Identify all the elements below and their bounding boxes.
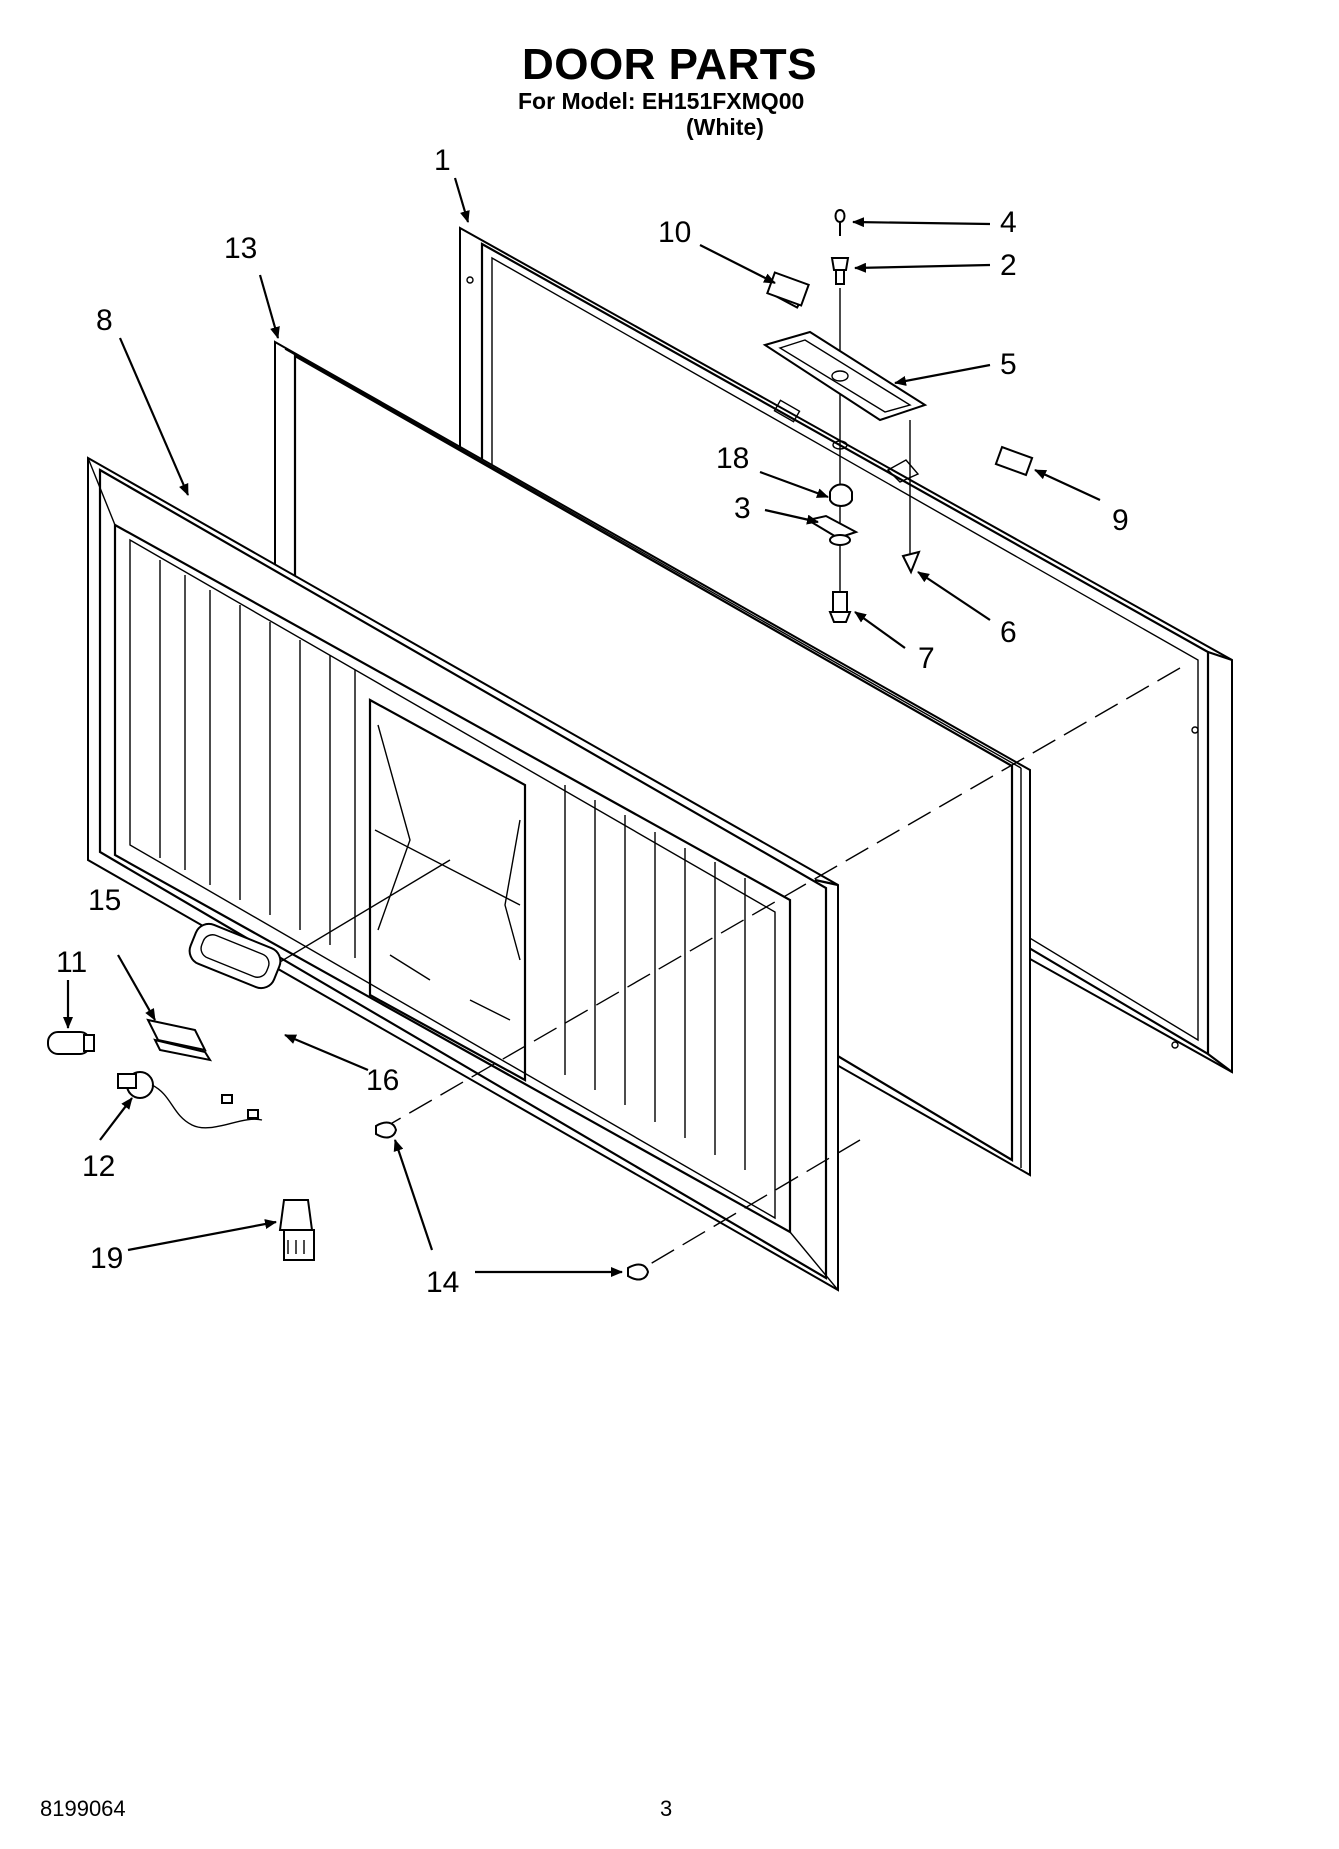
hinge-hardware bbox=[762, 208, 1034, 623]
callout-9: 9 bbox=[1112, 504, 1129, 537]
leader-arrows bbox=[63, 177, 1101, 1277]
callout-4: 4 bbox=[1000, 206, 1017, 239]
callout-1: 1 bbox=[434, 144, 451, 177]
callout-labels: 1 2 3 4 5 6 7 8 9 10 11 12 13 14 15 16 1… bbox=[56, 144, 1129, 1299]
callout-8: 8 bbox=[96, 304, 113, 337]
document-number: 8199064 bbox=[40, 1796, 126, 1821]
callout-19: 19 bbox=[90, 1242, 123, 1275]
callout-12: 12 bbox=[82, 1150, 115, 1183]
callout-7: 7 bbox=[918, 642, 935, 675]
callout-10: 10 bbox=[658, 216, 691, 249]
page-number: 3 bbox=[660, 1796, 673, 1821]
door-liner-part-8 bbox=[87, 456, 839, 1292]
alignment-lines bbox=[249, 667, 1181, 1271]
callout-16: 16 bbox=[366, 1064, 399, 1097]
callout-15: 15 bbox=[88, 884, 121, 917]
callout-11: 11 bbox=[56, 946, 87, 979]
callout-18: 18 bbox=[716, 442, 749, 475]
model-line: For Model: EH151FXMQ00 bbox=[518, 88, 805, 114]
callout-13: 13 bbox=[224, 232, 257, 265]
color-line: (White) bbox=[686, 114, 764, 140]
callout-3: 3 bbox=[734, 492, 751, 525]
page-title: DOOR PARTS bbox=[521, 40, 818, 89]
callout-2: 2 bbox=[1000, 249, 1017, 282]
callout-6: 6 bbox=[1000, 616, 1017, 649]
lamp-assembly bbox=[47, 922, 650, 1281]
callout-5: 5 bbox=[1000, 348, 1017, 381]
callout-14: 14 bbox=[426, 1266, 459, 1299]
